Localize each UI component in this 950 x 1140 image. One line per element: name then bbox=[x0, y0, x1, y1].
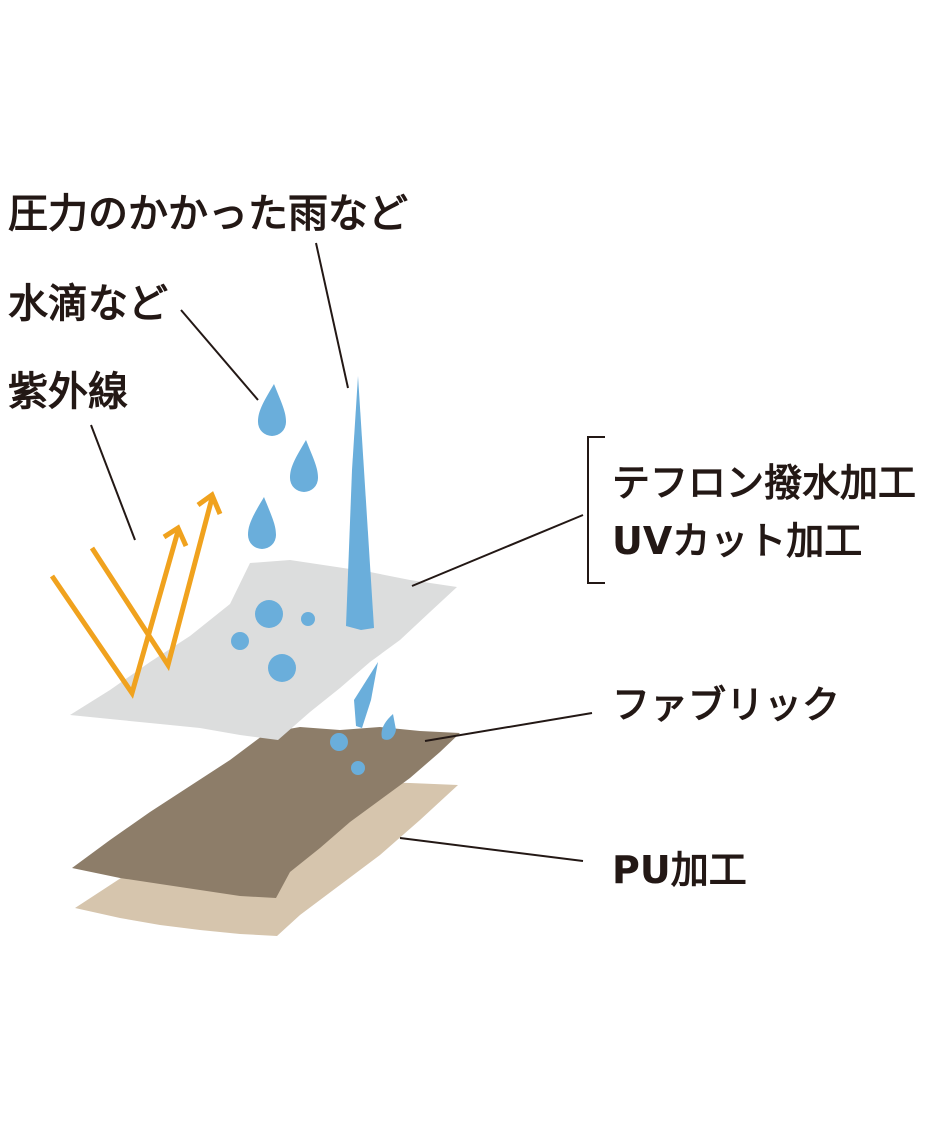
water-bead-icon bbox=[301, 612, 315, 626]
water-bead-icon bbox=[231, 632, 249, 650]
water-drop-icon bbox=[258, 384, 286, 436]
water-drop-icon bbox=[248, 497, 276, 549]
rain-jet-icon bbox=[346, 376, 374, 630]
water-drop-icon bbox=[290, 440, 318, 492]
leader-lines bbox=[90, 242, 593, 862]
water-bead-icon bbox=[255, 600, 283, 628]
label-ultraviolet: 紫外線 bbox=[8, 369, 128, 415]
water-bead-icon bbox=[268, 654, 296, 682]
label-pressure-rain: 圧力のかかった雨など bbox=[8, 191, 408, 237]
splash-drop-icon bbox=[330, 733, 348, 751]
uv-arrow-icon bbox=[49, 491, 223, 699]
rain-jet-lower-icon bbox=[354, 662, 378, 728]
splash-drop-icon bbox=[351, 761, 365, 775]
label-teflon: テフロン撥水加工 bbox=[612, 461, 917, 505]
label-pu: PU加工 bbox=[612, 848, 747, 892]
splash-icon bbox=[381, 714, 396, 740]
label-water-drops: 水滴など bbox=[8, 281, 168, 327]
label-uv-cut: UVカット加工 bbox=[612, 519, 863, 563]
label-bracket bbox=[587, 436, 605, 584]
label-fabric: ファブリック bbox=[612, 683, 841, 727]
coating-layer bbox=[70, 560, 457, 740]
